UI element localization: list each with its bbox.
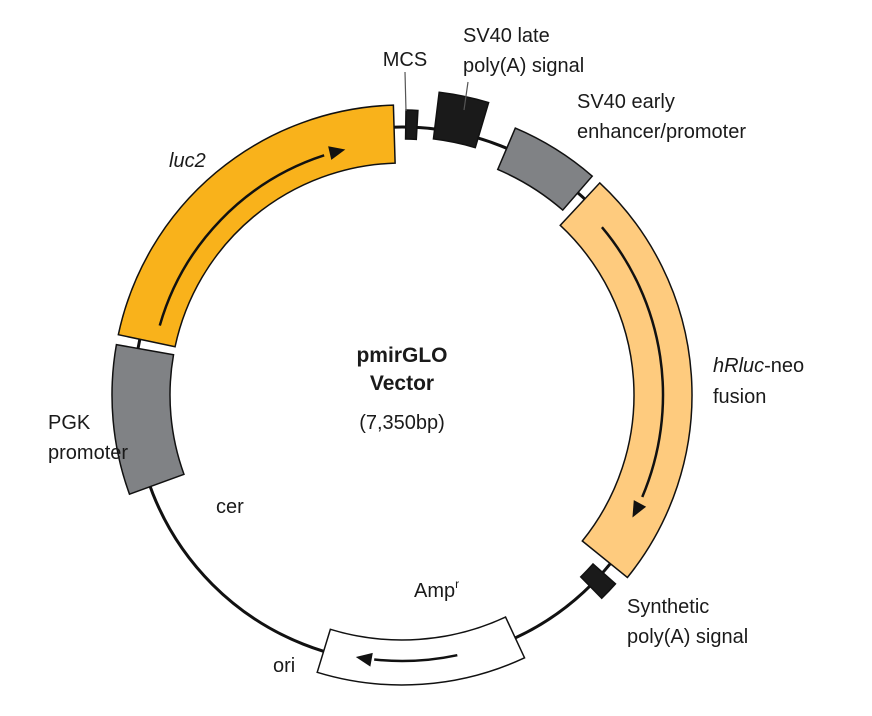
ori-label: ori [273, 655, 295, 677]
ampr-label: Ampr [414, 577, 459, 602]
hrluc-direction-arrow [600, 226, 665, 498]
cer-label: cer [216, 496, 244, 518]
vector-size: (7,350bp) [359, 412, 445, 434]
synthetic-polya-feature [579, 562, 617, 600]
hrluc-label-line2: fusion [713, 386, 766, 408]
sv40-late-polya-feature [432, 91, 490, 149]
luc2-arrowhead [328, 146, 346, 160]
ampr-label-base: Amp [414, 580, 455, 602]
mcs-label: MCS [383, 49, 427, 71]
sv40-early-promoter-feature [496, 127, 594, 212]
mcs-leader-line [404, 71, 407, 112]
sv40-late-label-line1: SV40 late [463, 25, 550, 47]
vector-name-line1: pmirGLO [356, 344, 447, 367]
sv40-late-label-line2: poly(A) signal [463, 55, 584, 77]
sv40-late-leader-line [463, 81, 469, 111]
ampr-label-superscript: r [455, 577, 459, 591]
vector-name-line2: Vector [370, 372, 434, 395]
sv40-early-label-line2: enhancer/promoter [577, 121, 746, 143]
hrluc-italic-part: hRluc [713, 355, 764, 377]
luc2-direction-arrow [158, 154, 325, 326]
ampr-feature [316, 616, 526, 686]
hrluc-arrowhead [632, 500, 647, 518]
hrluc-rest-part: -neo [764, 355, 804, 377]
pgk-promoter-feature [111, 343, 185, 496]
mcs-feature [404, 109, 419, 141]
synthetic-polya-label-line2: poly(A) signal [627, 626, 748, 648]
synthetic-polya-label-line1: Synthetic [627, 596, 709, 618]
pgk-label-line2: promoter [48, 442, 128, 464]
sv40-early-label-line1: SV40 early [577, 91, 675, 113]
pgk-label-line1: PGK [48, 412, 91, 434]
ampr-direction-arrow [374, 653, 458, 663]
hrluc-label-line1: hRluc-neo [713, 355, 804, 377]
hrluc-neo-feature [559, 181, 693, 579]
ampr-arrowhead [355, 652, 373, 667]
luc2-feature [117, 104, 396, 348]
luc2-label: luc2 [169, 150, 206, 172]
